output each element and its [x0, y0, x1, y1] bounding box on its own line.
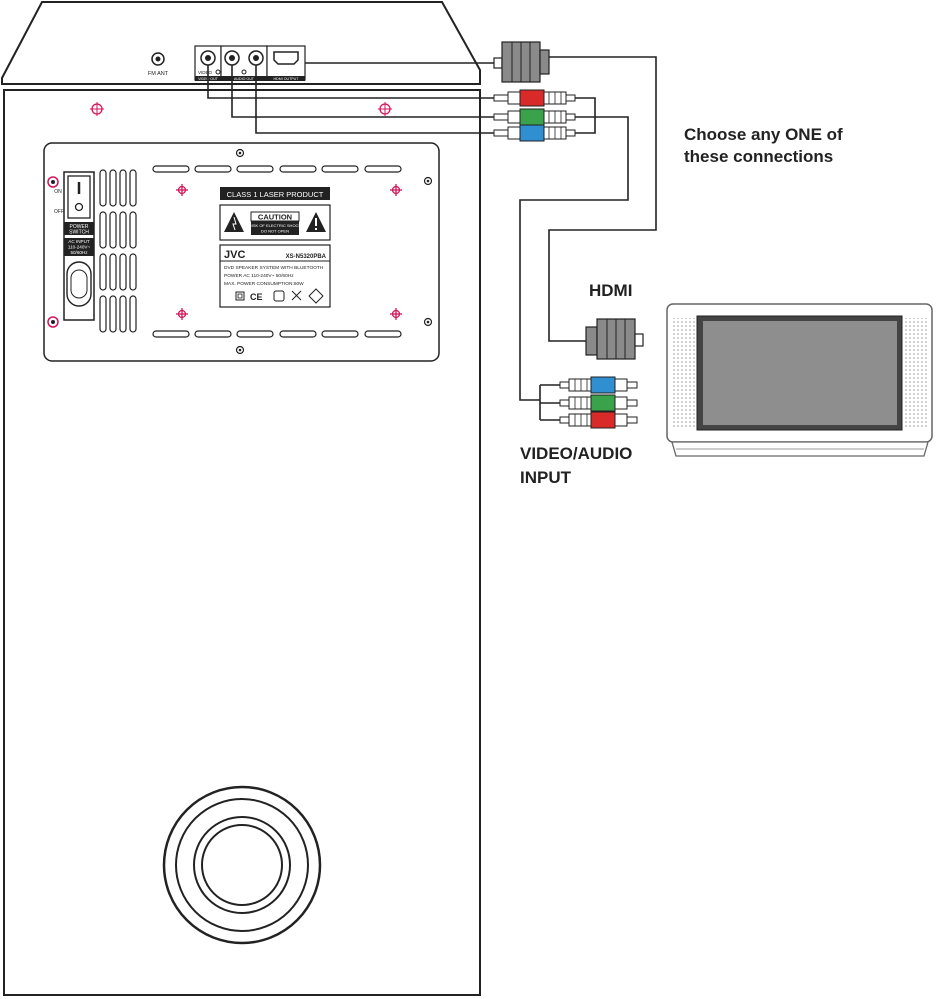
- caution-sub-1: RISK OF ELECTRIC SHOCK: [249, 223, 302, 228]
- rating-line-2: POWER AC 110-240V~ 50/60Hz: [224, 273, 294, 279]
- ac-input-label-1: AC INPUT: [68, 239, 90, 244]
- choose-one-note: Choose any ONE of these connections: [684, 124, 843, 168]
- panel-screw: [235, 148, 245, 158]
- label-markers: [176, 184, 402, 320]
- power-switch-label-1: POWER: [70, 224, 89, 230]
- rca-plug-blue: [493, 124, 576, 142]
- rca-plug-red: [493, 89, 576, 107]
- audio-out-label: AUDIO OUT: [234, 77, 255, 81]
- hdmi-label: HDMI: [589, 281, 633, 300]
- laser-label: [220, 187, 330, 200]
- av-line-2: INPUT: [520, 468, 571, 487]
- brand-logo: JVC: [224, 249, 245, 261]
- hdmi-plug-top: [493, 41, 550, 83]
- video-label: VIDEO: [198, 70, 213, 75]
- fm-ant-label: FM ANT: [148, 71, 169, 77]
- speaker-top: FM ANT VIDEO VIDEO OUT AUDIO OUT HDMI OU: [1, 0, 481, 85]
- rca-plug-blue-tv: [559, 376, 638, 394]
- panel-screw: [423, 176, 433, 186]
- rear-panel: ON OFF POWER SWITCH AC INPUT 110-240V~ 5…: [43, 142, 440, 362]
- laser-label-text: CLASS 1 LASER PRODUCT: [227, 190, 324, 199]
- tv-speaker-right: [904, 318, 928, 428]
- ac-input-socket: [66, 261, 92, 307]
- vent-slots-bottom: [152, 330, 402, 338]
- ac-input-label-2: 110-240V~: [68, 245, 91, 250]
- switch-on-label: ON: [54, 189, 62, 195]
- woofer: [162, 785, 322, 945]
- hdmi-output-panel: [266, 45, 306, 81]
- panel-screw: [47, 316, 59, 328]
- choose-line-2: these connections: [684, 147, 834, 166]
- screw-marker: [378, 102, 392, 116]
- cable-lines: [207, 56, 657, 421]
- caution-label: [219, 204, 331, 241]
- fm-antenna-jack: [151, 52, 165, 66]
- vent-slots-top: [152, 165, 402, 173]
- video-audio-input-label: VIDEO/AUDIO INPUT: [520, 442, 632, 490]
- hdmi-plug-tv: [585, 318, 644, 360]
- rating-line-3: MAX. POWER CONSUMPTION:60W: [224, 281, 304, 287]
- hdmi-output-label: HDMI OUTPUT: [274, 77, 300, 81]
- audio-out-panel: [220, 45, 268, 81]
- rca-plug-red-tv: [559, 411, 638, 429]
- rating-line-1: DVD SPEAKER SYSTEM WITH BLUETOOTH: [224, 265, 324, 271]
- switch-off-label: OFF: [54, 209, 64, 215]
- choose-line-1: Choose any ONE of: [684, 125, 843, 144]
- model-number: XS-N5320PBA: [286, 254, 327, 260]
- ce-mark: CE: [250, 292, 263, 302]
- panel-screw: [47, 176, 59, 188]
- certification-icons: [235, 288, 324, 304]
- vent-slots-vertical: [99, 169, 137, 333]
- tv-speaker-left: [671, 318, 695, 428]
- tv-screen: [703, 321, 897, 425]
- panel-screw: [423, 317, 433, 327]
- caution-sub-2: DO NOT OPEN: [261, 229, 289, 234]
- power-switch-label-2: SWITCH: [69, 230, 89, 236]
- ac-input-label-3: 50/60Hz: [70, 250, 88, 255]
- television: [666, 303, 933, 457]
- caution-title: CAUTION: [258, 213, 292, 222]
- rca-plug-green: [493, 108, 576, 126]
- av-line-1: VIDEO/AUDIO: [520, 444, 633, 463]
- panel-screw: [235, 345, 245, 355]
- screw-marker: [90, 102, 104, 116]
- rca-plug-green-tv: [559, 394, 638, 412]
